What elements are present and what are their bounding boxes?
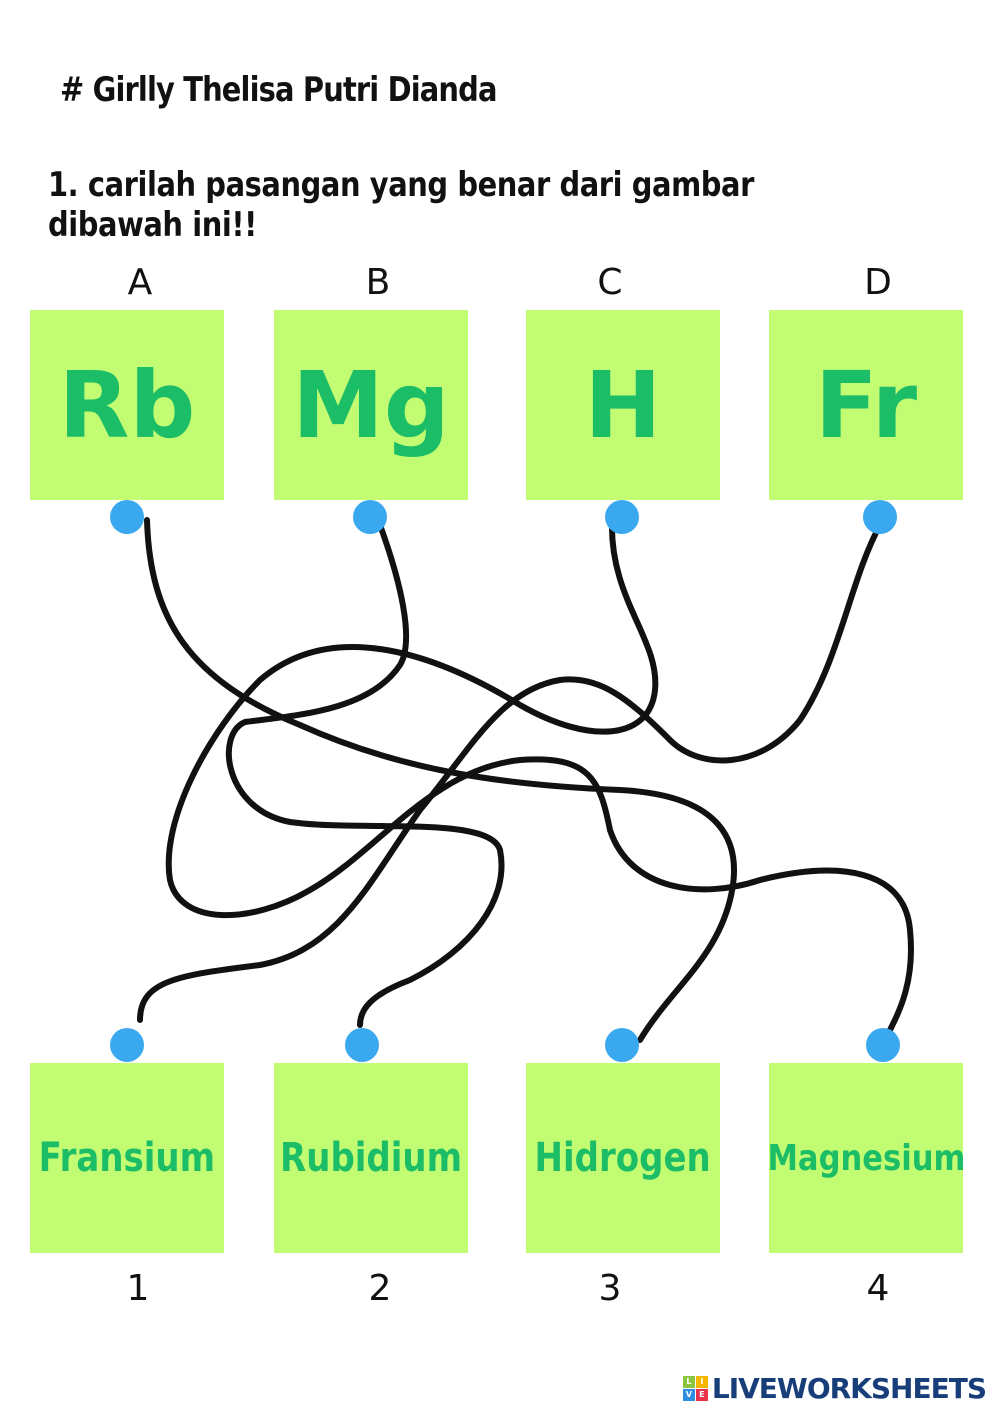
logo-letter: I xyxy=(695,1376,708,1388)
label-2: 2 xyxy=(368,1268,392,1309)
name-box-magnesium: Magnesium xyxy=(767,1063,965,1253)
line-b xyxy=(225,522,505,1028)
label-4: 4 xyxy=(866,1268,890,1309)
label-a: A xyxy=(127,262,153,303)
symbol: Rb xyxy=(58,351,196,459)
student-name: # Girlly Thelisa Putri Dianda xyxy=(60,70,497,110)
logo-letter: V xyxy=(682,1389,695,1401)
label-3: 3 xyxy=(598,1268,622,1309)
label-d: D xyxy=(864,262,892,303)
label-1: 1 xyxy=(126,1268,150,1309)
element-box-mg: Mg xyxy=(274,310,468,500)
element-name: Fransium xyxy=(38,1135,216,1181)
dot-3[interactable] xyxy=(605,1028,639,1062)
element-name: Magnesium xyxy=(767,1137,965,1179)
symbol: Mg xyxy=(292,351,450,459)
dot-d[interactable] xyxy=(863,500,897,534)
element-box-rb: Rb xyxy=(30,310,224,500)
line-a xyxy=(144,517,737,1043)
element-name: Hidrogen xyxy=(534,1135,712,1181)
liveworksheets-logo: L I V E LIVEWORKSHEETS xyxy=(682,1372,987,1405)
element-box-h: H xyxy=(526,310,720,500)
dot-a[interactable] xyxy=(110,500,144,534)
question-text: 1. carilah pasangan yang benar dari gamb… xyxy=(48,165,754,245)
dot-b[interactable] xyxy=(353,500,387,534)
logo-letter: L xyxy=(682,1376,695,1388)
label-c: C xyxy=(597,262,623,303)
dot-1[interactable] xyxy=(110,1028,144,1062)
dot-2[interactable] xyxy=(345,1028,379,1062)
dot-4[interactable] xyxy=(866,1028,900,1062)
symbol: H xyxy=(584,351,662,459)
name-box-hidrogen: Hidrogen xyxy=(526,1063,720,1253)
line-c xyxy=(165,519,914,1033)
symbol: Fr xyxy=(814,351,918,459)
name-box-fransium: Fransium xyxy=(30,1063,224,1253)
logo-icon: L I V E xyxy=(682,1376,708,1401)
element-name: Rubidium xyxy=(279,1135,463,1181)
logo-text: LIVEWORKSHEETS xyxy=(711,1372,987,1405)
line-d xyxy=(137,522,883,1023)
label-b: B xyxy=(365,262,391,303)
name-box-rubidium: Rubidium xyxy=(274,1063,468,1253)
element-box-fr: Fr xyxy=(769,310,963,500)
dot-c[interactable] xyxy=(605,500,639,534)
logo-letter: E xyxy=(695,1389,708,1401)
